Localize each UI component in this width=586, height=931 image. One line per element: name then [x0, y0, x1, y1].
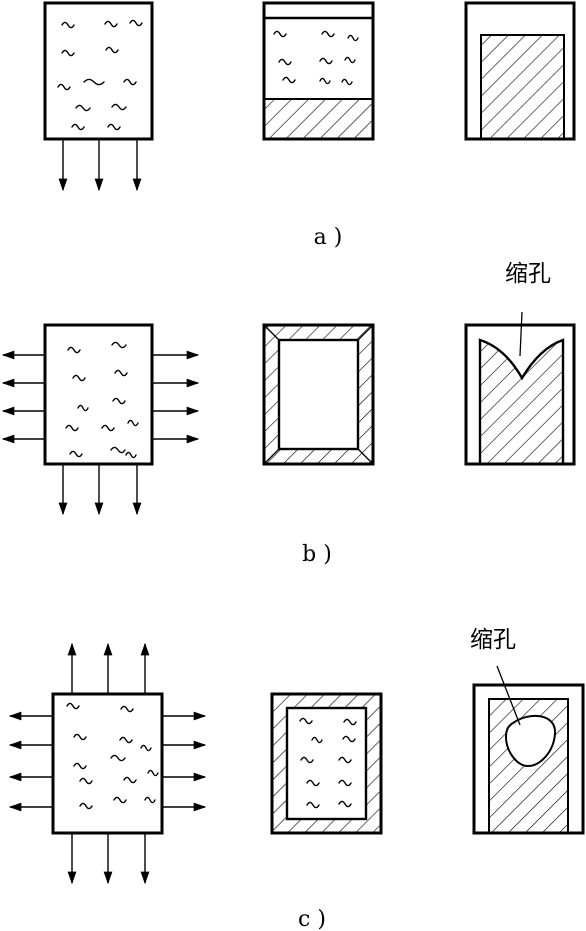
liquid-mark	[273, 30, 359, 86]
liquid-wave-mark	[123, 776, 137, 784]
liquid-wave-mark	[123, 78, 137, 86]
liquid-mark	[66, 702, 159, 810]
liquid-wave-mark	[306, 801, 320, 809]
liquid-wave-mark	[125, 451, 137, 459]
liquid-wave-mark	[120, 705, 134, 713]
liquid-wave-mark	[144, 796, 156, 804]
liquid-wave-mark	[83, 78, 105, 86]
liquid-wave-mark	[75, 104, 91, 112]
row-c-label: c )	[298, 907, 326, 931]
liquid-wave-mark	[110, 446, 126, 454]
liquid-wave-mark	[282, 76, 296, 84]
liquid-wave-mark	[77, 404, 89, 412]
row-b-stage-liquid	[1, 323, 200, 516]
liquid-wave-mark	[321, 30, 335, 38]
liquid-wave-mark	[61, 21, 75, 29]
row-b: 缩孔 b )	[1, 261, 576, 567]
liquid-wave-mark	[73, 733, 87, 741]
row-c-stage-cavity: 缩孔	[470, 627, 585, 835]
liquid-wave-mark	[338, 779, 352, 787]
liquid-wave-mark	[110, 754, 126, 762]
liquid-wave-mark	[71, 123, 85, 131]
liquid-wave-mark	[278, 58, 292, 66]
row-b-stage-cavity: 缩孔	[464, 261, 576, 466]
liquid-mark	[65, 341, 139, 459]
liquid-wave-mark	[338, 756, 352, 764]
liquid-wave-mark	[61, 49, 75, 57]
liquid-wave-mark	[105, 46, 119, 54]
liquid-wave-mark	[119, 736, 133, 744]
liquid-wave-mark	[67, 346, 81, 354]
liquid-mark	[57, 19, 143, 131]
liquid-wave-mark	[111, 341, 127, 349]
liquid-wave-mark	[319, 57, 333, 65]
liquid-wave-mark	[147, 769, 159, 777]
liquid-wave-mark	[338, 800, 352, 808]
liquid-wave-mark	[306, 779, 320, 787]
row-a-label: a )	[314, 225, 343, 250]
cavity-leader-line	[519, 311, 523, 357]
row-c-stage-shell	[270, 692, 383, 835]
liquid-wave-mark	[347, 34, 359, 42]
cavity-leader-line	[496, 665, 521, 726]
liquid-wave-mark	[79, 802, 93, 810]
liquid-wave-mark	[140, 744, 152, 752]
liquid-wave-mark	[127, 419, 139, 427]
liquid-wave-mark	[65, 424, 79, 432]
row-a-stage-liquid	[43, 1, 154, 192]
row-a-stage-partial	[262, 1, 375, 141]
liquid-wave-mark	[311, 736, 323, 744]
liquid-wave-mark	[344, 56, 356, 64]
liquid-wave-mark	[69, 450, 83, 458]
liquid-wave-mark	[73, 762, 87, 770]
liquid-wave-mark	[79, 777, 93, 785]
liquid-wave-mark	[112, 397, 126, 405]
liquid-wave-mark	[273, 30, 287, 38]
liquid-wave-mark	[319, 77, 331, 85]
liquid-wave-mark	[104, 20, 118, 28]
liquid-wave-mark	[57, 83, 71, 91]
liquid-wave-mark	[72, 374, 86, 382]
row-a-stage-solid	[464, 1, 576, 141]
liquid-wave-mark	[113, 796, 127, 804]
liquid-mark	[299, 717, 357, 809]
liquid-wave-mark	[342, 735, 356, 743]
liquid-wave-mark	[114, 369, 128, 377]
liquid-wave-mark	[129, 19, 143, 27]
row-c: 缩孔 c )	[8, 627, 585, 931]
shrinkage-cavity-label: 缩孔	[470, 627, 516, 653]
liquid-wave-mark	[343, 718, 357, 726]
liquid-wave-mark	[107, 123, 121, 131]
liquid-wave-mark	[101, 424, 115, 432]
liquid-wave-mark	[300, 756, 314, 764]
liquid-wave-mark	[299, 717, 313, 725]
liquid-wave-mark	[66, 702, 80, 710]
row-a: a )	[43, 1, 576, 250]
shrinkage-cavity-label: 缩孔	[505, 261, 551, 287]
row-c-stage-liquid	[8, 642, 207, 885]
liquid-wave-mark	[341, 78, 353, 86]
row-b-label: b )	[302, 542, 332, 567]
row-b-stage-shell	[262, 323, 375, 466]
liquid-wave-mark	[111, 103, 127, 111]
